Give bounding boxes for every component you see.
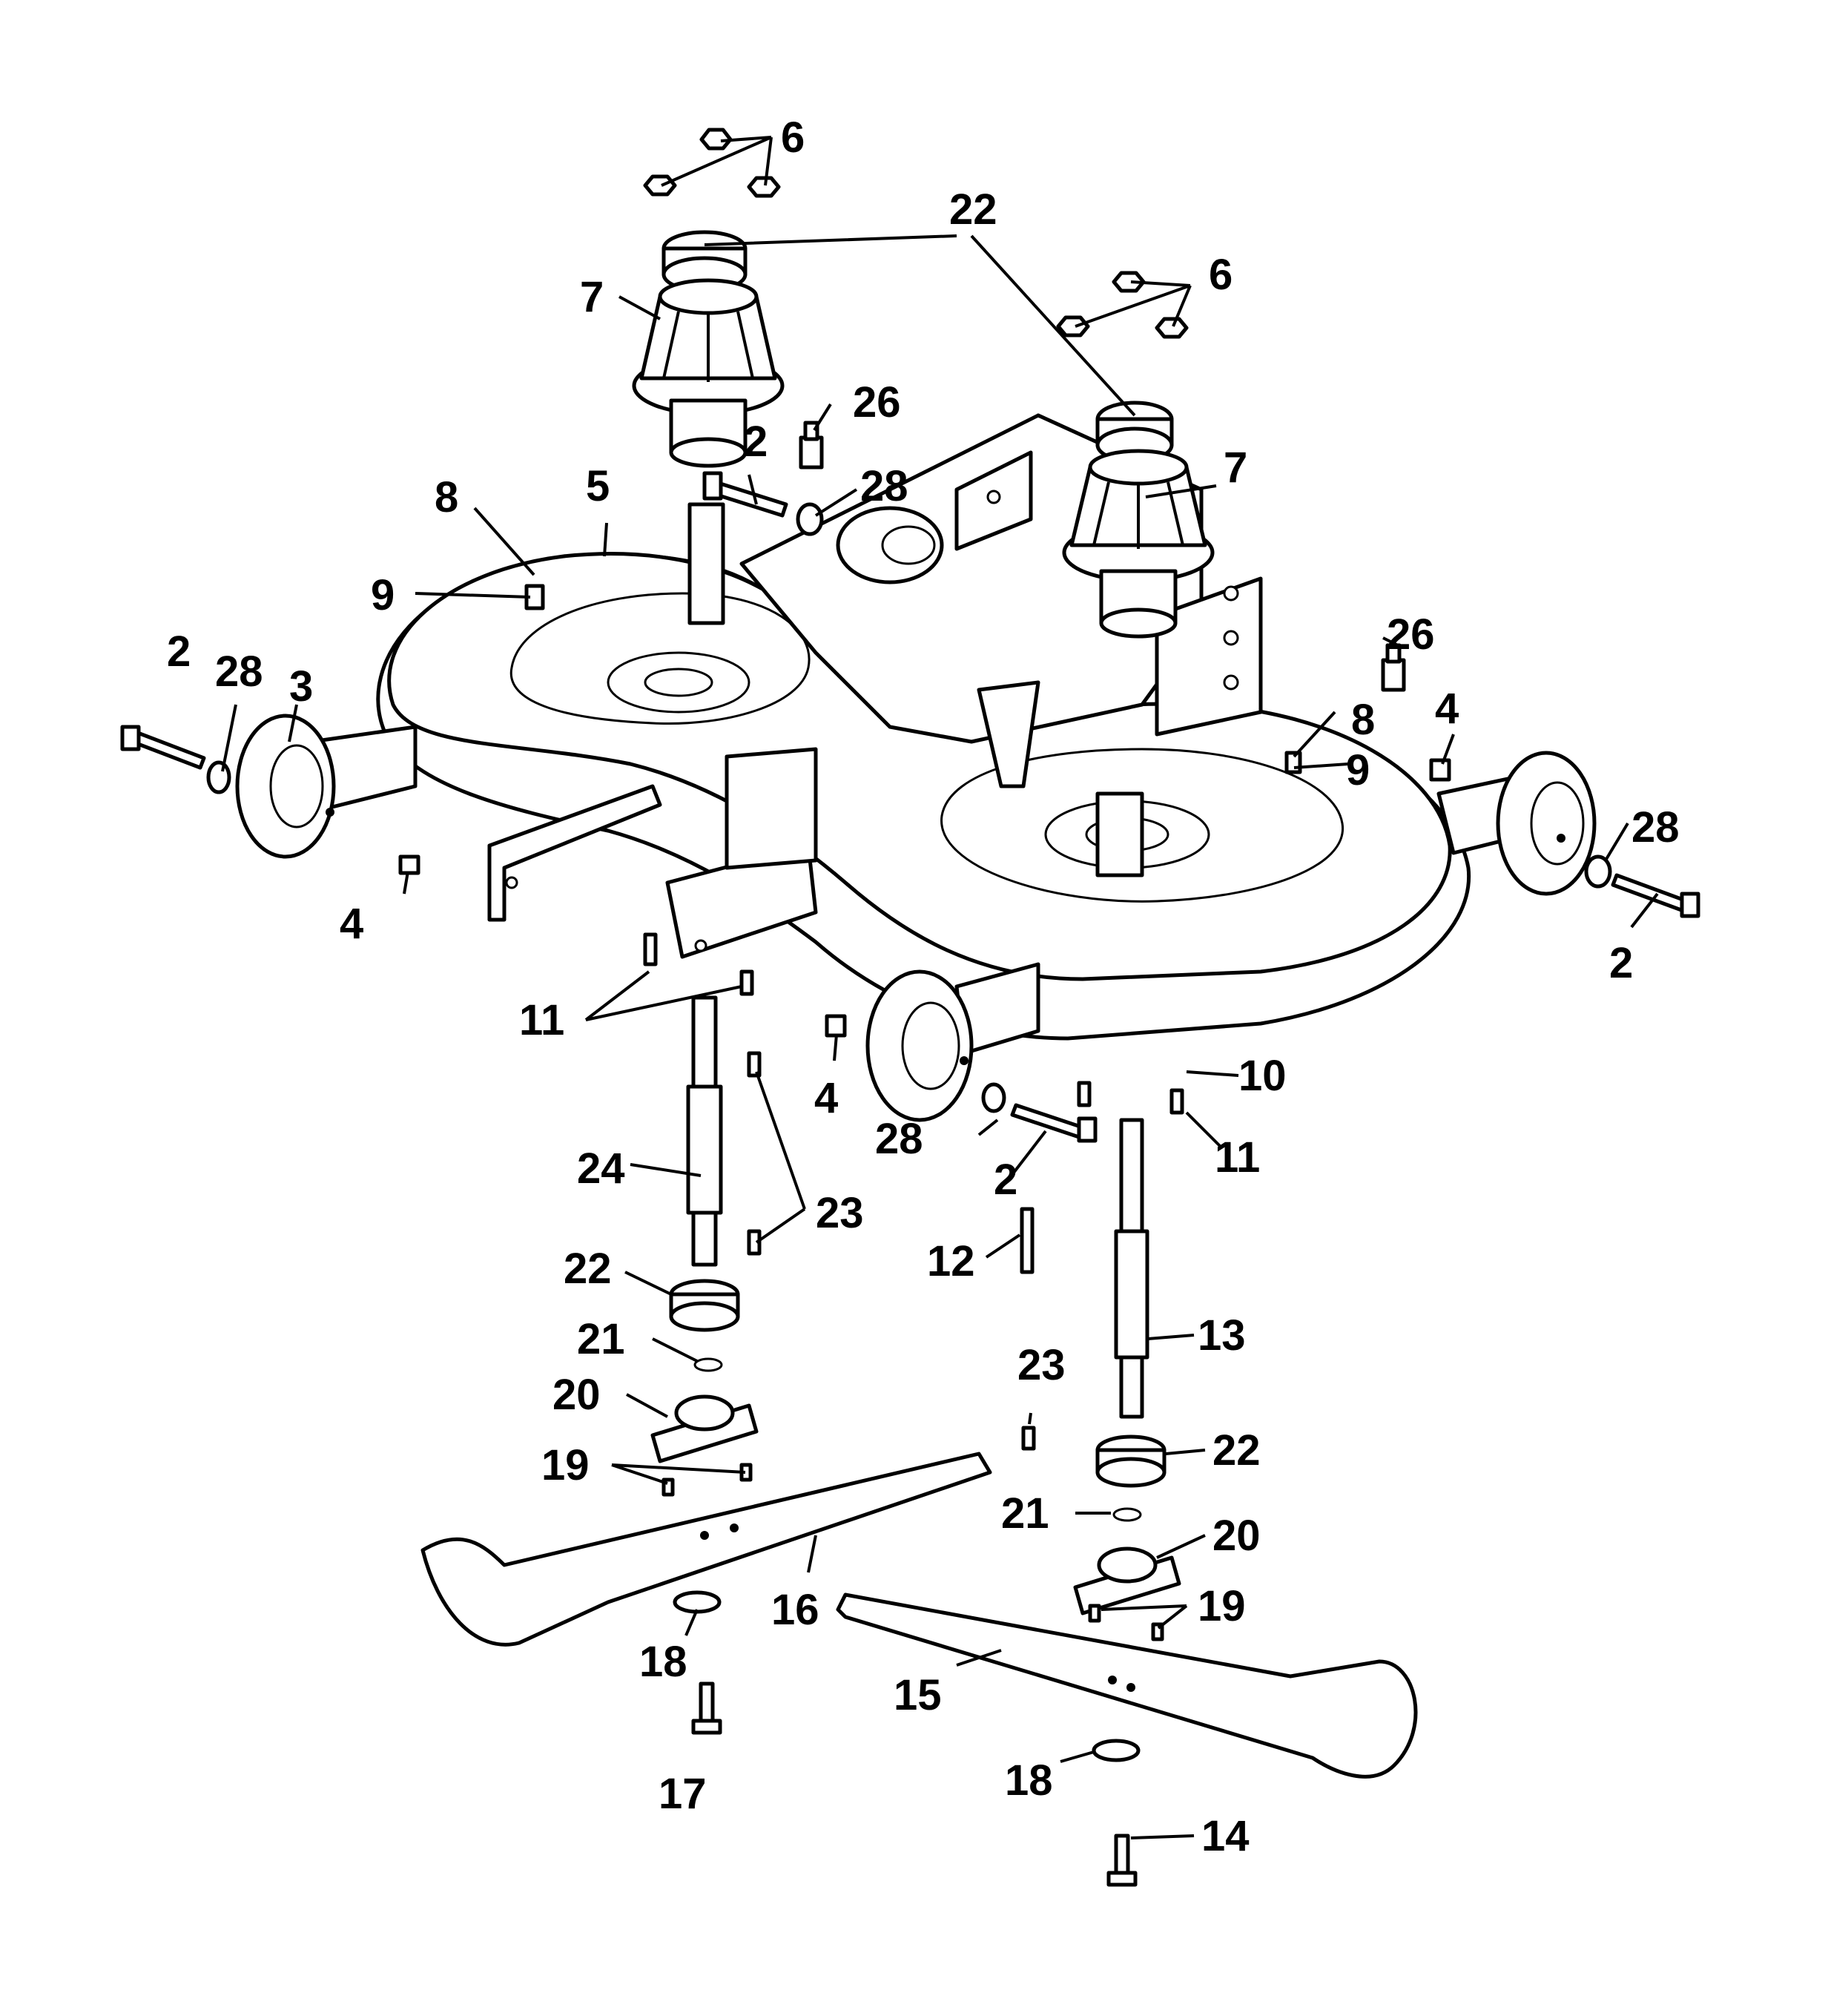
callout-4: 4	[814, 1074, 838, 1122]
callout-22: 22	[1212, 1426, 1261, 1475]
callout-28: 28	[875, 1115, 923, 1163]
callout-labels: 6 22 6 7 26 2 28 7 8 5 9 2 28 3 26 8 4 9…	[167, 113, 1680, 1860]
spindle-housing-left	[632, 230, 785, 468]
callout-13: 13	[1198, 1311, 1246, 1360]
leader-lines	[221, 136, 1659, 1839]
nuts-top	[643, 128, 1189, 339]
bearings	[669, 1279, 1167, 1522]
callout-2: 2	[744, 418, 768, 466]
callout-28: 28	[1631, 803, 1680, 851]
callout-9: 9	[371, 571, 395, 619]
gauge-wheel-rear-right	[1436, 751, 1597, 896]
hardware-misc	[120, 421, 1700, 1451]
callout-18: 18	[639, 1638, 687, 1686]
gauge-wheel-front	[865, 962, 1040, 1122]
callout-4: 4	[1435, 685, 1459, 733]
callout-8: 8	[1351, 696, 1375, 744]
callout-12: 12	[927, 1237, 975, 1285]
callout-28: 28	[860, 462, 908, 510]
deck-housing	[376, 413, 1471, 1041]
callout-8: 8	[435, 473, 458, 521]
callout-22: 22	[564, 1245, 612, 1293]
callout-2: 2	[1609, 939, 1633, 987]
blade-washers-bolts	[673, 1590, 1141, 1887]
callout-5: 5	[586, 462, 610, 510]
gauge-wheel-rear-left	[235, 714, 418, 859]
callout-2: 2	[167, 627, 191, 676]
blade-left	[420, 1452, 992, 1647]
gauge-wheel-top	[836, 506, 944, 584]
callout-4: 4	[340, 900, 363, 948]
callout-7: 7	[580, 273, 604, 321]
callout-11: 11	[519, 996, 564, 1044]
spindle-housing-right	[1062, 401, 1215, 639]
small-screws-19	[661, 1463, 1164, 1641]
callout-14: 14	[1201, 1812, 1250, 1860]
callout-10: 10	[1238, 1052, 1287, 1100]
callout-21: 21	[1001, 1489, 1049, 1538]
callout-26: 26	[853, 378, 901, 426]
callout-20: 20	[1212, 1512, 1261, 1560]
bearing-housings	[650, 1394, 1181, 1615]
spindle-shaft-right	[1114, 1118, 1149, 1419]
callout-28: 28	[215, 648, 263, 696]
callout-20: 20	[552, 1371, 601, 1419]
callout-24: 24	[577, 1144, 625, 1193]
callout-21: 21	[577, 1315, 625, 1363]
callout-2: 2	[994, 1156, 1017, 1204]
callout-3: 3	[289, 662, 313, 711]
callout-19: 19	[1198, 1582, 1246, 1630]
callout-7: 7	[1224, 444, 1247, 492]
callout-23: 23	[1017, 1341, 1066, 1389]
callout-16: 16	[771, 1586, 819, 1634]
callout-22: 22	[949, 185, 997, 234]
callout-17: 17	[659, 1770, 707, 1818]
spindle-shaft-left	[686, 995, 723, 1267]
callout-26: 26	[1387, 610, 1435, 659]
callout-23: 23	[816, 1189, 864, 1237]
callout-15: 15	[894, 1671, 942, 1719]
callout-6: 6	[1209, 251, 1233, 299]
callout-11: 11	[1215, 1133, 1260, 1182]
callout-18: 18	[1005, 1756, 1053, 1805]
callout-19: 19	[541, 1441, 590, 1489]
callout-6: 6	[781, 113, 805, 162]
blade-right	[836, 1592, 1418, 1779]
callout-9: 9	[1346, 746, 1370, 794]
